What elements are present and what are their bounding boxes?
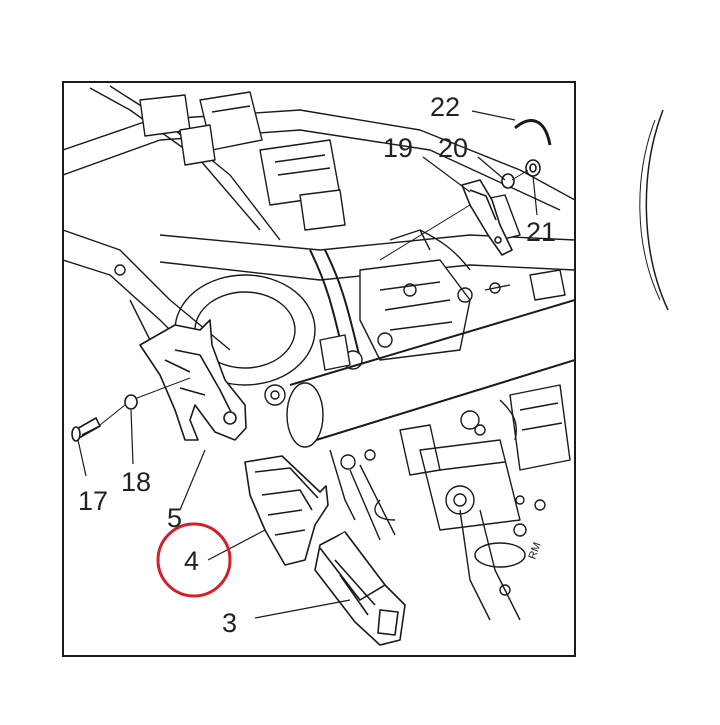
part-20-washer: [501, 173, 515, 189]
callout-labels: 22 19 20 21 17 18 5 4 3: [78, 92, 556, 638]
callout-5: 5: [167, 503, 182, 533]
part-19-bracket: [461, 179, 513, 256]
callout-4: 4: [184, 546, 199, 576]
part-18-washer: [124, 394, 138, 410]
part-17-screw: [71, 416, 102, 442]
part-22-clip: [514, 119, 552, 146]
callout-19: 19: [383, 133, 413, 163]
callout-18: 18: [121, 467, 151, 497]
callout-3: 3: [222, 608, 237, 638]
part-3-module: [314, 531, 406, 646]
callout-4-highlight-ring: [156, 522, 232, 598]
callout-22: 22: [430, 92, 460, 122]
outer-arc-inner: [639, 119, 661, 301]
part-21-nut: [525, 159, 541, 177]
callout-20: 20: [438, 133, 468, 163]
assembly-lines: [99, 169, 529, 426]
leader-lines: [77, 110, 538, 619]
part-5-bracket: [139, 319, 247, 441]
callout-17: 17: [78, 486, 108, 516]
callout-21: 21: [526, 217, 556, 247]
part-4-housing: [244, 455, 329, 566]
stamp-text: RM: [527, 541, 544, 561]
outer-arc: [645, 109, 669, 311]
